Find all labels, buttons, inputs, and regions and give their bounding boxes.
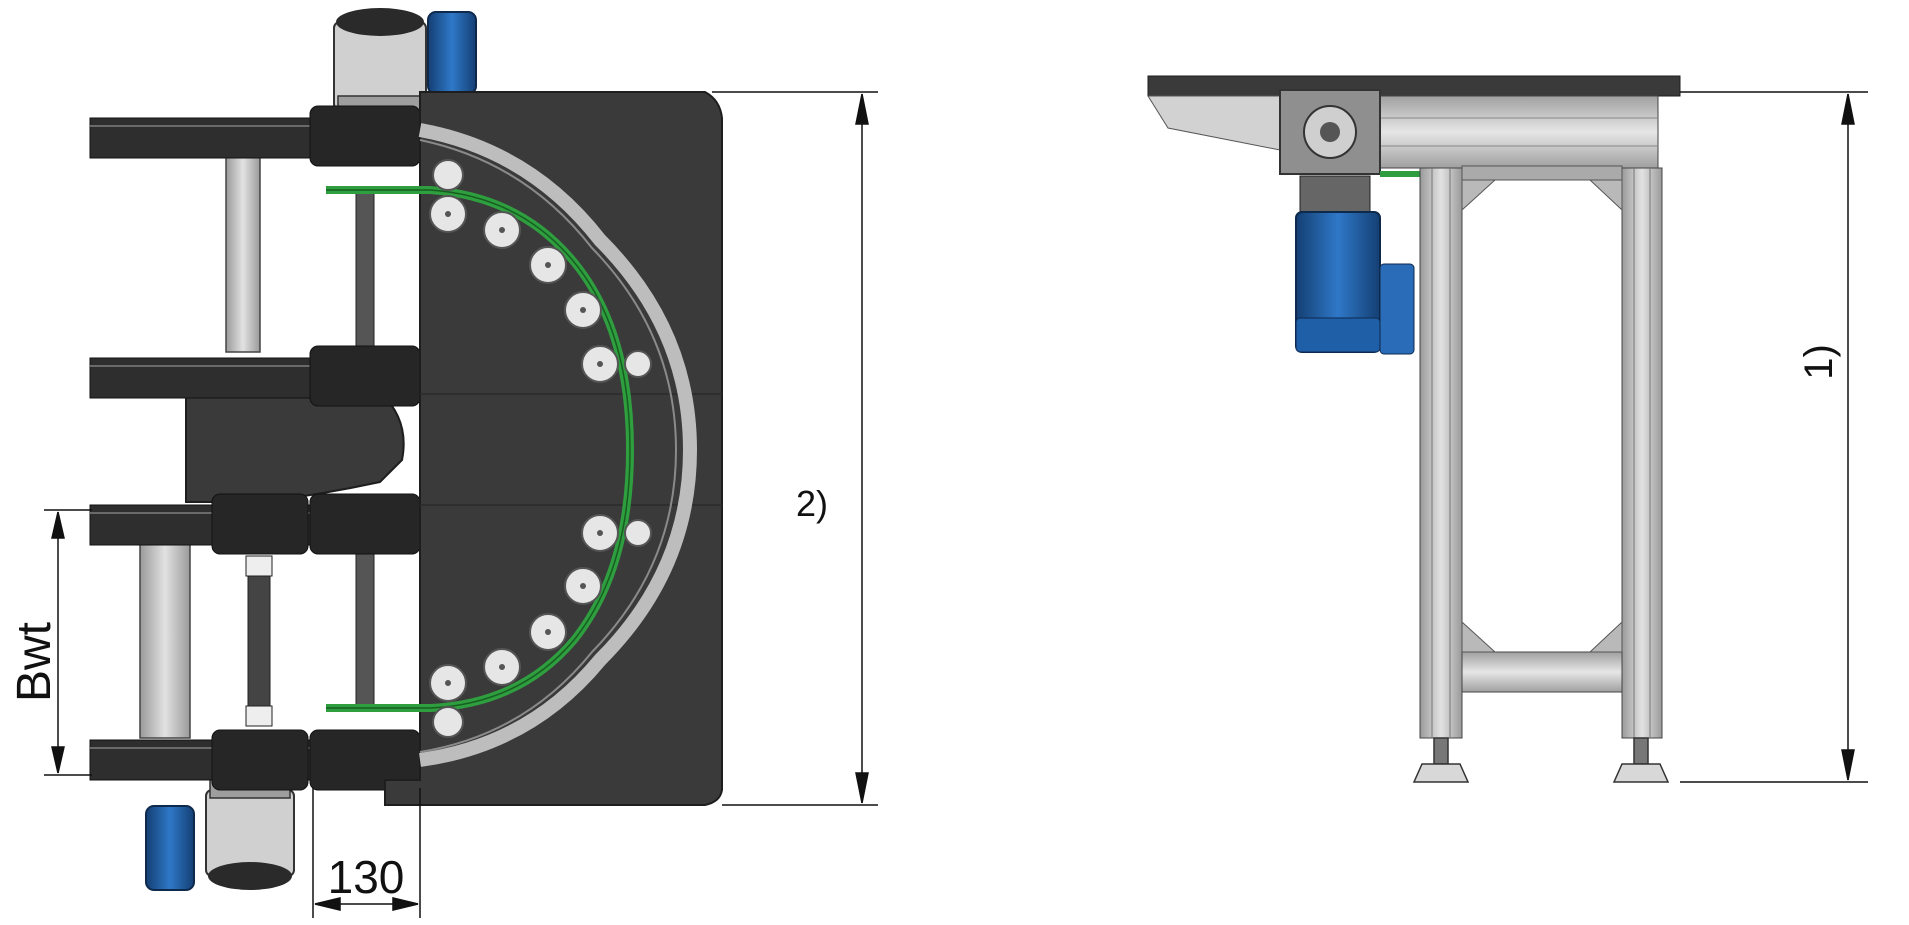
arrowhead-icon (1841, 749, 1855, 781)
side-leveling-feet (1412, 737, 1670, 783)
dimension-label-1: 1) (1797, 344, 1841, 380)
inner-frame-bottom (139, 539, 191, 739)
dimension-1 (1680, 91, 1868, 783)
arrowhead-icon (314, 897, 341, 911)
side-leg-right (1621, 167, 1663, 739)
shaft-white-top (245, 555, 273, 577)
conveyor-rails (89, 105, 421, 791)
middle-gusset (185, 391, 405, 503)
dimension-label-130: 130 (328, 851, 405, 903)
inner-frame-top (225, 151, 261, 353)
bottom-gear-motor (145, 777, 295, 891)
dimension-2 (712, 91, 878, 806)
dimension-label-2: 2) (796, 483, 828, 524)
side-gussets (1461, 179, 1623, 653)
shaft-white-bottom (245, 705, 273, 727)
side-leg-left (1419, 167, 1463, 739)
side-view: 1) (1147, 75, 1868, 783)
shaft-left (247, 555, 271, 727)
arrowhead-icon (392, 897, 419, 911)
arrowhead-icon (51, 511, 65, 539)
side-top-plate (1147, 75, 1681, 97)
dimension-bwt (44, 509, 92, 776)
side-top-crossbar (1461, 165, 1623, 181)
curve-guide (418, 123, 698, 767)
gear-motor-icon (1295, 211, 1415, 355)
side-bracket (1147, 95, 1281, 151)
top-view: Bwt 130 2) (8, 8, 878, 918)
dimension-label-bwt: Bwt (8, 622, 61, 702)
arrowhead-icon (51, 746, 65, 774)
dimension-130 (312, 788, 421, 918)
arrowhead-icon (855, 93, 869, 125)
arrowhead-icon (1841, 93, 1855, 125)
side-bottom-crossbar (1461, 651, 1623, 693)
arrowhead-icon (855, 772, 869, 804)
